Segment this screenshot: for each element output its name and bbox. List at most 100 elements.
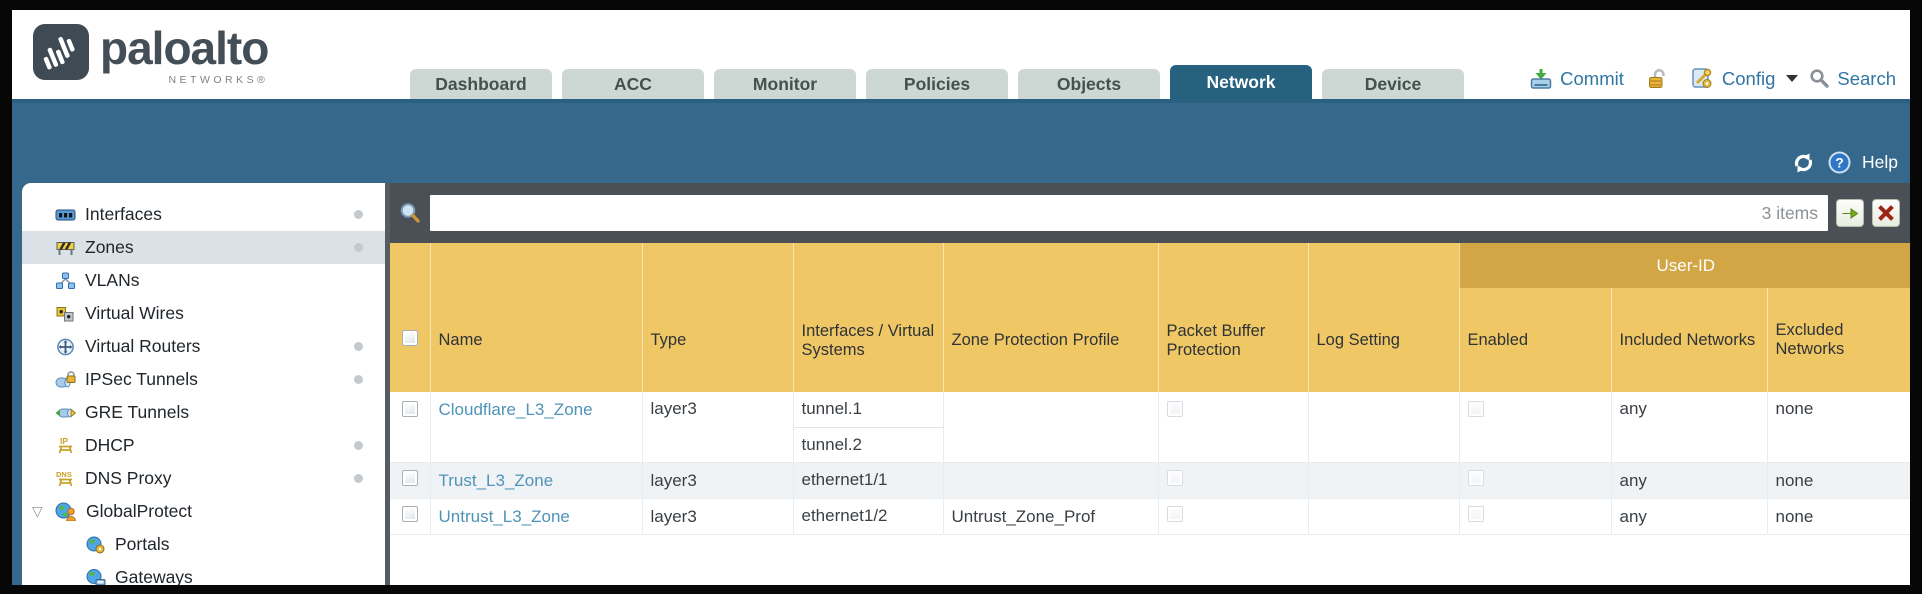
magnifier-icon bbox=[398, 201, 422, 225]
virtual-routers-icon bbox=[55, 338, 76, 356]
zone-name-link[interactable]: Cloudflare_L3_Zone bbox=[438, 400, 593, 419]
included-networks-cell: any bbox=[1619, 399, 1647, 418]
expand-caret-icon[interactable]: ▽ bbox=[32, 503, 43, 519]
sidebar-item-dns-proxy[interactable]: DNS DNS Proxy bbox=[22, 462, 385, 495]
sub-header-band: ? Help bbox=[12, 103, 1910, 183]
caret-down-icon[interactable] bbox=[1786, 75, 1799, 82]
refresh-icon[interactable] bbox=[1790, 151, 1817, 175]
panos-app: paloalto NETWORKS® Dashboard ACC Monitor… bbox=[12, 10, 1910, 585]
sidebar-item-virtual-wires[interactable]: Virtual Wires bbox=[22, 297, 385, 330]
included-networks-cell: any bbox=[1611, 462, 1768, 499]
excluded-networks-cell: none bbox=[1767, 462, 1910, 499]
user-id-enabled-checkbox[interactable] bbox=[1467, 470, 1484, 486]
status-dot bbox=[354, 375, 363, 384]
packet-buffer-protection-checkbox[interactable] bbox=[1166, 506, 1183, 522]
included-networks-cell: any bbox=[1611, 498, 1768, 535]
tab-objects[interactable]: Objects bbox=[1018, 69, 1160, 99]
zone-interface: ethernet1/2 bbox=[801, 506, 888, 525]
row-select-checkbox[interactable] bbox=[401, 470, 418, 486]
clear-filter-x-icon bbox=[1878, 205, 1894, 221]
sidebar-item-vlans[interactable]: VLANs bbox=[22, 264, 385, 297]
zone-type: layer3 bbox=[642, 462, 794, 499]
clear-filter-button[interactable] bbox=[1872, 199, 1900, 227]
help-icon[interactable]: ? bbox=[1827, 150, 1852, 175]
table-row: Trust_L3_Zone layer3 ethernet1/1 any bbox=[390, 462, 1910, 499]
packet-buffer-protection-checkbox[interactable] bbox=[1166, 401, 1183, 417]
user-id-enabled-checkbox[interactable] bbox=[1467, 401, 1484, 417]
col-header-included-networks[interactable]: Included Networks bbox=[1611, 288, 1768, 392]
commit-button[interactable]: Commit bbox=[1560, 67, 1624, 89]
search-icon[interactable] bbox=[1809, 68, 1830, 89]
sidebar-item-label: GRE Tunnels bbox=[85, 402, 190, 422]
select-all-checkbox[interactable] bbox=[401, 330, 418, 346]
commit-icon[interactable] bbox=[1529, 68, 1553, 90]
paloalto-waveform-icon bbox=[32, 23, 90, 86]
config-menu[interactable]: Config bbox=[1721, 67, 1776, 89]
zone-name-link[interactable]: Untrust_L3_Zone bbox=[438, 506, 570, 526]
col-header-enabled[interactable]: Enabled bbox=[1459, 288, 1612, 392]
zone-name-link[interactable]: Trust_L3_Zone bbox=[438, 470, 554, 490]
svg-text:?: ? bbox=[1835, 155, 1844, 171]
items-count: 3 items bbox=[1761, 202, 1818, 223]
zone-protection-profile-cell bbox=[943, 392, 1159, 463]
select-all-header[interactable] bbox=[390, 243, 431, 392]
row-select-checkbox[interactable] bbox=[401, 401, 418, 417]
filter-bar: 3 items bbox=[390, 183, 1910, 243]
packet-buffer-protection-checkbox[interactable] bbox=[1166, 470, 1183, 486]
sidebar-item-label: Virtual Wires bbox=[85, 303, 184, 323]
sidebar-item-label: IPSec Tunnels bbox=[85, 369, 198, 389]
sidebar-item-label: DHCP bbox=[85, 435, 135, 455]
excluded-networks-cell: none bbox=[1767, 498, 1910, 535]
row-select-checkbox[interactable] bbox=[401, 506, 418, 522]
portals-icon bbox=[85, 536, 106, 554]
help-link[interactable]: Help bbox=[1862, 152, 1898, 172]
virtual-wires-icon bbox=[55, 305, 76, 323]
tab-monitor[interactable]: Monitor bbox=[714, 69, 856, 99]
svg-text:IP: IP bbox=[60, 437, 68, 446]
sidebar-item-interfaces[interactable]: Interfaces bbox=[22, 198, 385, 231]
sidebar-item-globalprotect[interactable]: ▽ GlobalProtect bbox=[22, 495, 385, 528]
sidebar-item-ipsec-tunnels[interactable]: IPSec Tunnels bbox=[22, 363, 385, 396]
user-id-enabled-checkbox[interactable] bbox=[1467, 506, 1484, 522]
tab-network[interactable]: Network bbox=[1170, 65, 1312, 99]
log-setting-cell bbox=[1308, 498, 1460, 535]
status-dot bbox=[354, 441, 363, 450]
status-dot bbox=[354, 210, 363, 219]
sidebar-item-portals[interactable]: Portals bbox=[22, 528, 385, 561]
filter-input[interactable] bbox=[430, 195, 1762, 231]
unlock-icon[interactable] bbox=[1646, 68, 1668, 90]
tab-dashboard[interactable]: Dashboard bbox=[410, 69, 552, 99]
sidebar-item-zones[interactable]: Zones bbox=[22, 231, 385, 264]
dns-proxy-icon: DNS bbox=[55, 470, 76, 488]
sidebar-item-dhcp[interactable]: IP DHCP bbox=[22, 429, 385, 462]
sidebar-item-label: Portals bbox=[115, 534, 170, 554]
apply-filter-button[interactable] bbox=[1836, 199, 1864, 227]
tab-device[interactable]: Device bbox=[1322, 69, 1464, 99]
zones-icon bbox=[55, 239, 76, 257]
col-header-type[interactable]: Type bbox=[642, 243, 794, 392]
sidebar-item-label: GlobalProtect bbox=[86, 501, 193, 521]
status-dot bbox=[354, 474, 363, 483]
zone-interface: tunnel.1 bbox=[801, 399, 863, 418]
paloalto-logo: paloalto NETWORKS® bbox=[32, 23, 269, 86]
tab-acc[interactable]: ACC bbox=[562, 69, 704, 99]
status-dot bbox=[354, 342, 363, 351]
sidebar-item-virtual-routers[interactable]: Virtual Routers bbox=[22, 330, 385, 363]
zones-table: Name Type Interfaces / Virtual Systems Z… bbox=[390, 243, 1910, 535]
sidebar-item-gre-tunnels[interactable]: GRE Tunnels bbox=[22, 396, 385, 429]
tab-policies[interactable]: Policies bbox=[866, 69, 1008, 99]
col-header-log-setting[interactable]: Log Setting bbox=[1308, 243, 1460, 392]
table-row: Untrust_L3_Zone layer3 ethernet1/2 Untru… bbox=[390, 498, 1910, 535]
zones-table-wrap: Name Type Interfaces / Virtual Systems Z… bbox=[390, 243, 1910, 585]
col-header-excluded-networks[interactable]: Excluded Networks bbox=[1767, 288, 1910, 392]
col-header-zone-protection-profile[interactable]: Zone Protection Profile bbox=[943, 243, 1159, 392]
sidebar-item-gateways[interactable]: Gateways bbox=[22, 561, 385, 585]
col-header-name[interactable]: Name bbox=[430, 243, 643, 392]
zone-protection-profile-cell bbox=[943, 462, 1159, 499]
network-sidebar: Interfaces Zones bbox=[22, 183, 385, 585]
col-header-packet-buffer-protection[interactable]: Packet Buffer Protection bbox=[1158, 243, 1309, 392]
search-button[interactable]: Search bbox=[1837, 67, 1896, 89]
config-icon[interactable] bbox=[1690, 67, 1715, 90]
header-actions: Commit Config bbox=[1529, 67, 1896, 90]
col-header-interfaces[interactable]: Interfaces / Virtual Systems bbox=[793, 243, 944, 392]
